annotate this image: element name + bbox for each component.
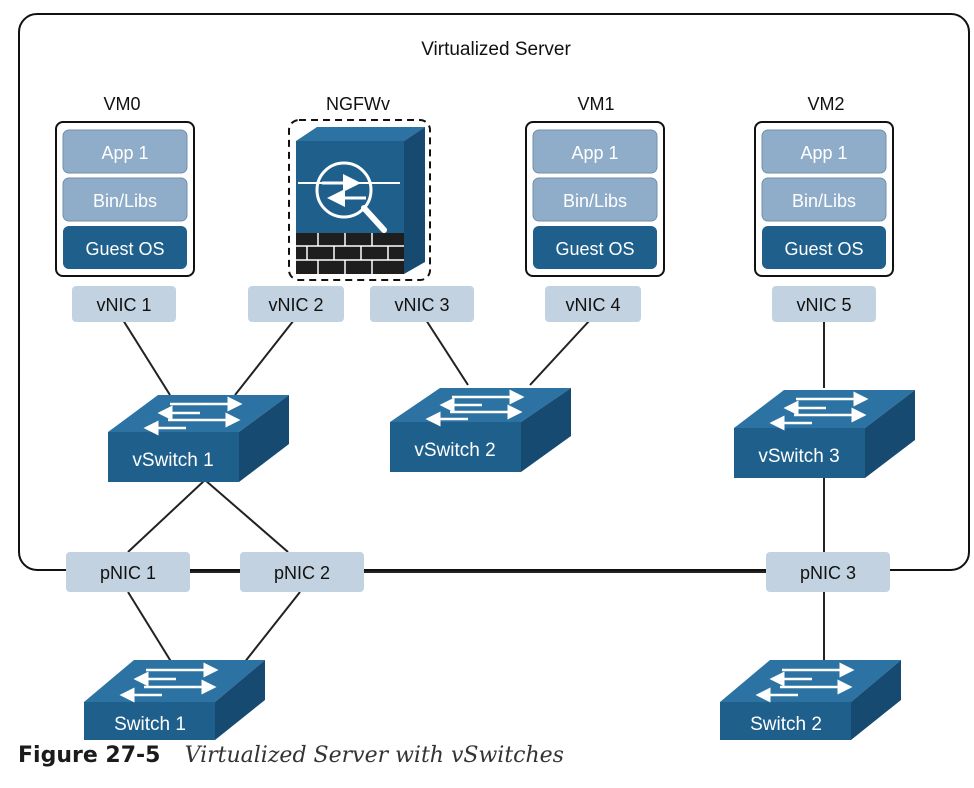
layer-app [62,129,188,174]
layer-libs [761,177,887,222]
vm-name: VM0 [103,94,140,114]
firewall-top [296,127,425,141]
vm2: VM2 App 1 Bin/Libs Guest OS [754,94,894,277]
switch-arrows-icon [425,389,525,427]
connection-lines [122,319,825,669]
layer-app [761,129,887,174]
pnics: pNIC 1 pNIC 2 pNIC 3 [66,552,890,592]
switch-arrows-icon [755,662,855,703]
pnic-2-label: pNIC 2 [274,563,330,583]
link-vnic2-vswitch1 [234,319,295,396]
vnic-1-label: vNIC 1 [96,295,151,315]
switch-front [720,702,851,740]
layer-libs [62,177,188,222]
layer-os-label: Guest OS [555,239,634,259]
figure-caption: Figure 27-5 Virtualized Server with vSwi… [18,742,564,768]
switch-side [521,388,571,472]
switch-side [215,660,265,740]
server-title: Virtualized Server [421,39,571,60]
server-boundary [18,13,970,571]
vswitch-1-label: vSwitch 1 [132,450,213,471]
layer-libs-label: Bin/Libs [792,191,856,211]
switch-2: Switch 2 [720,660,901,740]
network-diagram: Virtualized Server VM0 App 1 Bin/Libs Gu… [18,13,970,740]
layer-os [762,226,886,269]
link-vnic3-vswitch2 [425,319,469,386]
layer-app [532,129,658,174]
vswitch-3-label: vSwitch 3 [758,446,839,467]
switch-front [84,702,215,740]
link-vswitch1-pnic1 [127,479,206,553]
vnic-4 [545,286,641,322]
pnic-1-label: pNIC 1 [100,563,156,583]
switch-side [239,395,289,482]
switch-front [108,432,239,482]
switch-front [390,422,521,472]
vswitch-2: vSwitch 2 [390,388,571,472]
link-vnic4-vswitch2 [529,319,591,386]
switch-side [865,390,915,478]
vnic-2 [248,286,344,322]
switch-front [734,428,865,478]
vm-name: VM1 [577,94,614,114]
vnic-4-label: vNIC 4 [565,295,620,315]
magnifier-icon [298,161,400,233]
pnic-3 [766,552,890,592]
pnic-3-label: pNIC 3 [800,563,856,583]
vm1: VM1 App 1 Bin/Libs Guest OS [525,94,665,277]
vnic-3-label: vNIC 3 [394,295,449,315]
brick-pattern [296,233,404,274]
switch-arrows-icon [143,396,243,436]
layer-libs [532,177,658,222]
layer-app-label: App 1 [571,143,618,163]
switch-1-label: Switch 1 [114,714,186,735]
pnic-2 [240,552,364,592]
vnic-1 [72,286,176,322]
vnic-2-label: vNIC 2 [268,295,323,315]
link-vswitch1-pnic2 [204,479,289,553]
link-pnic2-switch1 [239,591,301,669]
layer-app-label: App 1 [800,143,847,163]
layer-os [533,226,657,269]
vnic-3 [370,286,474,322]
switch-side [851,660,901,740]
vswitch-3: vSwitch 3 [734,390,915,478]
layer-libs-label: Bin/Libs [93,191,157,211]
switch-arrows-icon [769,391,869,431]
layer-os [63,226,187,269]
firewall-brick-base [296,233,404,274]
link-vnic1-vswitch1 [122,319,171,396]
vswitch-2-label: vSwitch 2 [414,440,495,461]
layer-os-label: Guest OS [85,239,164,259]
figure-title: Virtualized Server with vSwitches [184,743,564,768]
vnic-5-label: vNIC 5 [796,295,851,315]
vswitch-1: vSwitch 1 [108,395,289,482]
switch-2-label: Switch 2 [750,714,822,735]
layer-os-label: Guest OS [784,239,863,259]
switch-arrows-icon [119,662,219,703]
vm-name: VM2 [807,94,844,114]
ngfwv: NGFWv [288,94,431,281]
vnic-5 [772,286,876,322]
layer-libs-label: Bin/Libs [563,191,627,211]
layer-app-label: App 1 [101,143,148,163]
link-pnic1-switch1 [127,591,176,669]
firewall-side [404,127,425,274]
vnics: vNIC 1 vNIC 2 vNIC 3 vNIC 4 vNIC 5 [72,286,876,322]
firewall-name: NGFWv [326,94,390,114]
switch-1: Switch 1 [84,660,265,740]
vm0: VM0 App 1 Bin/Libs Guest OS [55,94,195,277]
pnic-1 [66,552,190,592]
figure-number: Figure 27-5 [18,743,161,768]
